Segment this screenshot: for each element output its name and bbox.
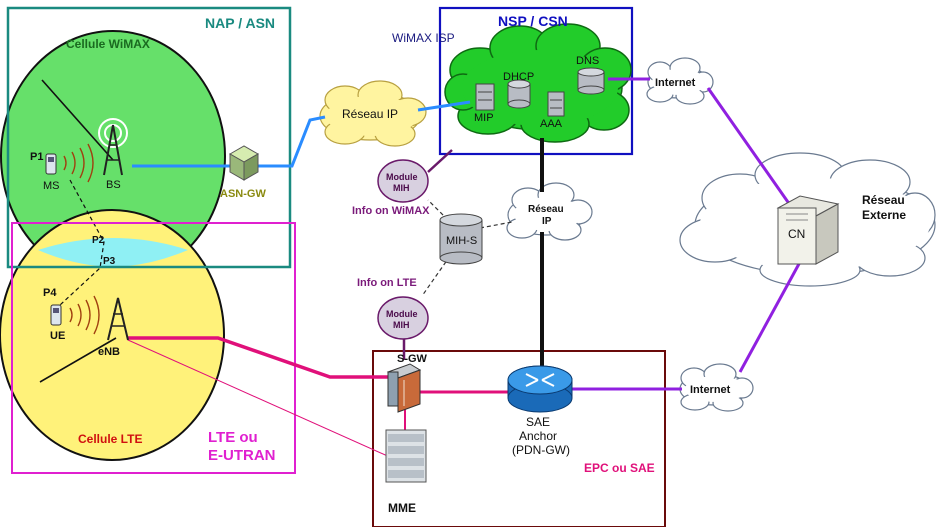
cn-server-icon — [776, 195, 840, 265]
handover-path — [59, 179, 105, 306]
module-mih-bottom-line1: Module — [386, 309, 418, 319]
module-mih-top-line2: MIH — [393, 183, 410, 193]
node-label-sae-1: SAE — [526, 415, 550, 429]
sae-anchor-router-icon — [507, 365, 573, 413]
nsp-csn-box — [438, 6, 634, 156]
node-label-sgw: S-GW — [397, 353, 428, 365]
region-label-epc: EPC ou SAE — [584, 461, 655, 475]
link-mihs-mihbottom — [421, 255, 451, 297]
region-label-lte-line1: LTE ou — [208, 429, 258, 446]
link-mihs-reseauip — [479, 221, 513, 229]
cloud-label-reseau-center-1: Réseau — [528, 204, 564, 215]
node-label-mih-s: MIH-S — [446, 235, 477, 247]
node-label-bs: BS — [106, 179, 121, 191]
region-label-nap-asn: NAP / ASN — [205, 15, 275, 31]
node-label-sae-3: (PDN-GW) — [512, 443, 570, 457]
node-label-ue: UE — [50, 330, 65, 342]
mih-s-database-icon — [439, 213, 483, 265]
cell-overlap — [38, 238, 188, 267]
point-label-p3: P3 — [103, 256, 116, 267]
link-asngw-reseauip — [258, 115, 326, 168]
region-label-nsp-csn: NSP / CSN — [498, 13, 568, 29]
label-info-lte: Info on LTE — [357, 277, 417, 289]
cloud-label-internet-bottom: Internet — [690, 384, 731, 396]
link-enb-sgw — [128, 336, 393, 379]
module-mih-bottom-shape — [377, 296, 429, 340]
cloud-label-internet-top: Internet — [655, 77, 696, 89]
point-label-p4: P4 — [43, 287, 57, 299]
ms-phone-icon — [45, 143, 94, 183]
region-label-wimax-isp: WiMAX ISP — [392, 31, 455, 45]
node-label-asn-gw: ASN-GW — [220, 188, 266, 200]
wimax-radius-line — [41, 79, 114, 161]
bs-tower-icon — [98, 118, 128, 176]
region-label-lte-line2: E-UTRAN — [208, 447, 276, 464]
node-label-mme: MME — [388, 501, 416, 515]
nap-asn-box — [6, 6, 292, 269]
node-label-dhcp: DHCP — [503, 71, 534, 83]
link-internet-cn — [706, 87, 792, 206]
module-mih-top-line1: Module — [386, 172, 418, 182]
node-label-dns: DNS — [576, 55, 599, 67]
mip-server-icon — [475, 83, 495, 111]
node-label-aaa: AAA — [540, 118, 563, 130]
dhcp-database-icon — [507, 79, 531, 109]
enb-tower-icon — [107, 297, 129, 341]
point-label-p2: P2 — [92, 235, 105, 246]
module-mih-top-shape — [377, 159, 429, 203]
epc-sae-box — [372, 350, 666, 527]
aaa-server-icon — [547, 91, 565, 117]
module-mih-bottom-line2: MIH — [393, 320, 410, 330]
link-mihs-mihtop — [427, 199, 449, 221]
cloud-label-reseau-externe-1: Réseau — [862, 193, 905, 207]
link-cn-internet — [738, 261, 802, 373]
mme-rack-icon — [385, 429, 427, 483]
lte-eutran-box — [11, 222, 296, 474]
cloud-label-reseau-ip-left: Réseau IP — [342, 107, 398, 121]
lte-cell — [0, 209, 225, 461]
node-label-cn: CN — [788, 227, 805, 241]
cell-label-wimax: Cellule WiMAX — [66, 37, 150, 51]
sgw-device-icon — [386, 363, 422, 413]
dns-database-icon — [577, 67, 605, 95]
link-reseauip-mip — [417, 100, 471, 112]
node-label-mip: MIP — [474, 112, 494, 124]
cell-label-lte: Cellule LTE — [78, 432, 142, 446]
label-info-wimax: Info on WiMAX — [352, 205, 430, 217]
lte-radius-line — [39, 337, 117, 383]
node-label-sae-2: Anchor — [519, 429, 557, 443]
cloud-label-reseau-externe-2: Externe — [862, 208, 906, 222]
node-label-enb: eNB — [98, 346, 120, 358]
asn-gw-cube-icon — [228, 145, 260, 181]
link-mihtop-nsp — [427, 149, 453, 173]
point-label-p1: P1 — [30, 151, 43, 163]
ue-phone-icon — [50, 295, 100, 335]
cloud-label-reseau-center-2: IP — [542, 216, 552, 227]
link-enb-mme — [127, 339, 393, 459]
node-label-ms: MS — [43, 180, 60, 192]
